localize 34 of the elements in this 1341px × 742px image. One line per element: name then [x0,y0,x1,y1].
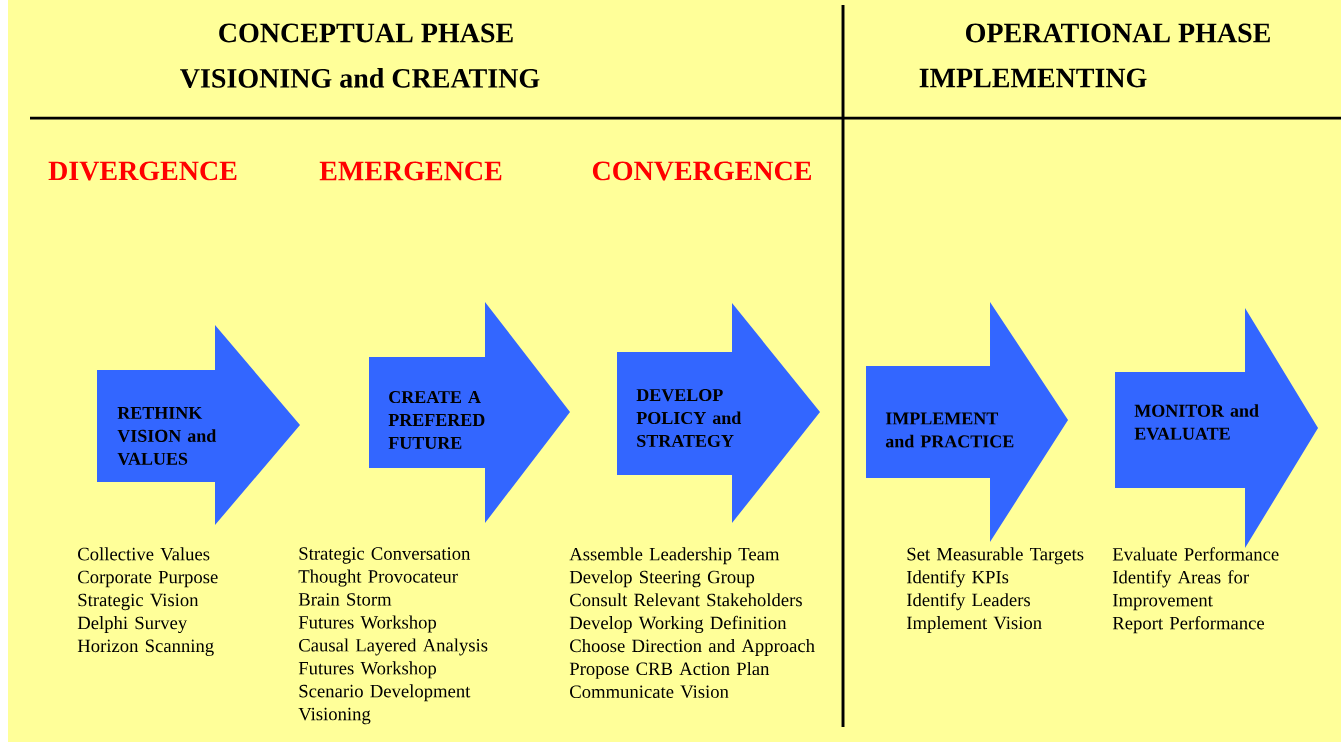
list-item: Choose Direction and Approach [570,639,815,656]
list-item: Strategic Conversation [299,547,471,564]
list-item: Propose CRB Action Plan [569,661,770,679]
list-item: Develop Steering Group [569,570,755,588]
list-item: Causal Layered Analysis [299,638,488,656]
section-heading: CONCEPTUAL PHASE [219,23,513,43]
list-item: Develop Working Definition [569,615,787,634]
list-item: Horizon Scanning [77,639,214,656]
list-item: Delphi Survey [77,616,188,634]
list-item: Futures Workshop [298,615,437,633]
list-item: Evaluate Performance [1112,547,1279,561]
stage-heading: EMERGENCE [319,161,502,181]
list-item: Collective Values [78,547,210,561]
list-item: Consult Relevant Stakeholders [570,593,802,607]
list-item: Communicate Vision [570,685,729,699]
list-item: Identify Leaders [906,592,1030,611]
list-item: Brain Storm [298,593,392,606]
list-item: Implement Vision [906,616,1042,633]
list-item: Assemble Leadership Team [569,547,780,565]
list-item: Corporate Purpose [78,570,218,588]
list-item: Thought Provocateur [298,569,458,587]
list-item: Futures Workshop [298,661,437,679]
list-item: Strategic Vision [78,593,199,611]
section-heading: IMPLEMENTING [919,68,1147,88]
list-item: Report Performance [1112,616,1264,634]
list-item: Identify KPIs [906,570,1009,588]
list-item: Identify Areas for Improvement [1112,570,1249,611]
section-heading: VISIONING and CREATING [180,68,540,88]
list-item: Visioning [298,707,371,725]
section-heading: OPERATIONAL PHASE [966,23,1270,43]
stage-heading: CONVERGENCE [592,161,811,181]
list-item: Set Measurable Targets [907,547,1084,565]
stage-heading: DIVERGENCE [48,161,237,181]
list-item: Scenario Development [299,684,471,702]
